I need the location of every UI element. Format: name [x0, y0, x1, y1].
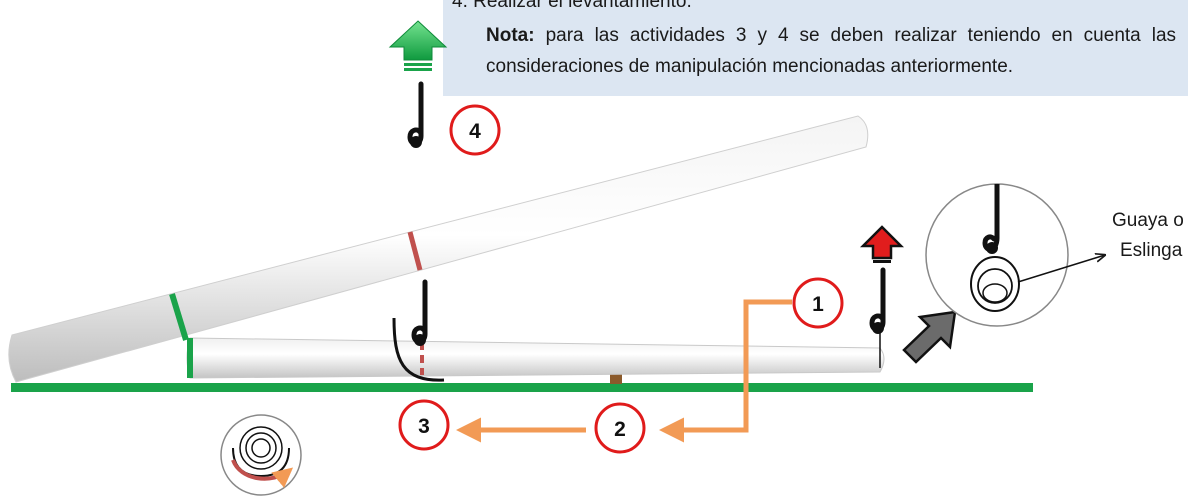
note-label: Nota: [486, 25, 535, 46]
step-4-instruction: 4. Realizar el levantamiento. [452, 0, 692, 12]
small-lift-arrow-icon [859, 225, 905, 263]
note-box [443, 0, 1188, 96]
step-3-number: 3 [418, 415, 430, 438]
note-text: Nota: para las actividades 3 y 4 se debe… [486, 20, 1176, 82]
zoom-arrow-icon [902, 310, 957, 364]
raised-pipe [8, 115, 869, 383]
lift-up-arrow-icon [388, 20, 448, 71]
note-body: para las actividades 3 y 4 se deben real… [486, 25, 1177, 77]
sling-cable [392, 317, 445, 382]
pipe-rotation-detail [220, 414, 302, 496]
step-circle-1: 1 [792, 277, 844, 329]
step-4-number: 4 [469, 120, 481, 143]
path-arrow-1-to-2 [659, 299, 792, 443]
step-2-number: 2 [614, 418, 626, 441]
sling-detail [925, 183, 1105, 327]
step-1-number: 1 [812, 293, 824, 316]
step-circle-4: 4 [449, 104, 501, 156]
lying-pipe [186, 337, 885, 379]
step-circle-3: 3 [398, 399, 450, 451]
step-circle-2: 2 [594, 402, 646, 454]
hook-lower-icon [414, 282, 426, 346]
hook-right-icon [872, 270, 884, 334]
ground-line [11, 383, 1033, 392]
sling-label-line2: Eslinga [1120, 240, 1183, 261]
support-block [610, 373, 622, 384]
sling-label-line1: Guaya o [1112, 210, 1184, 231]
hook-lifting-icon [410, 84, 422, 148]
